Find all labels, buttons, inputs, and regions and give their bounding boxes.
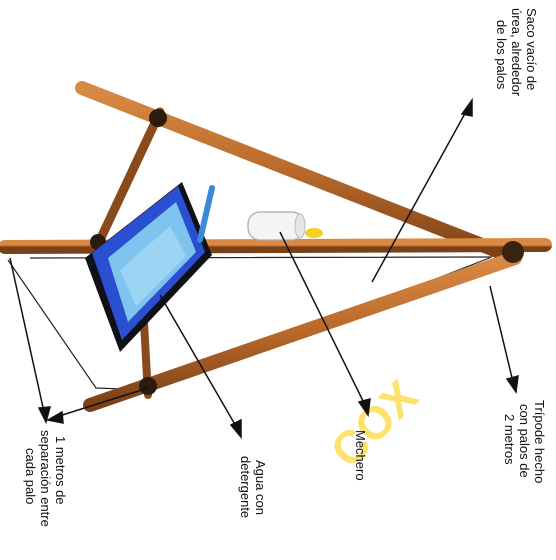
label-saco-line-2: úrea, alrededor <box>509 8 524 97</box>
pole-middle <box>5 245 545 247</box>
watermark-text: COX <box>320 370 427 477</box>
label-saco-line-1: Saco vacío de <box>524 8 539 90</box>
label-separacion-line-2: separación entre <box>38 430 53 527</box>
tie-knot-upper <box>149 109 167 127</box>
label-separacion-line-1: 1 metros de <box>53 436 68 505</box>
label-agua-line-1: Agua con <box>253 460 268 515</box>
lamp-icon <box>248 212 323 240</box>
label-mechero: Mechero <box>353 430 368 481</box>
tie-knot-lower <box>139 377 157 395</box>
label-tripode-line-1: Trípode hecho <box>532 400 547 483</box>
separation-outline <box>8 257 492 390</box>
tie-knot-apex <box>502 241 524 263</box>
leader-lines <box>10 100 518 437</box>
tray-handle <box>200 188 212 240</box>
water-tray <box>85 182 212 352</box>
label-tripode-line-3: 2 metros <box>502 414 517 465</box>
label-saco-line-3: de los palos <box>494 20 509 90</box>
label-tripode-line-2: con palos de <box>517 404 532 478</box>
label-separacion-line-3: cada palo <box>23 448 38 504</box>
label-agua-line-2: detergente <box>238 456 253 518</box>
